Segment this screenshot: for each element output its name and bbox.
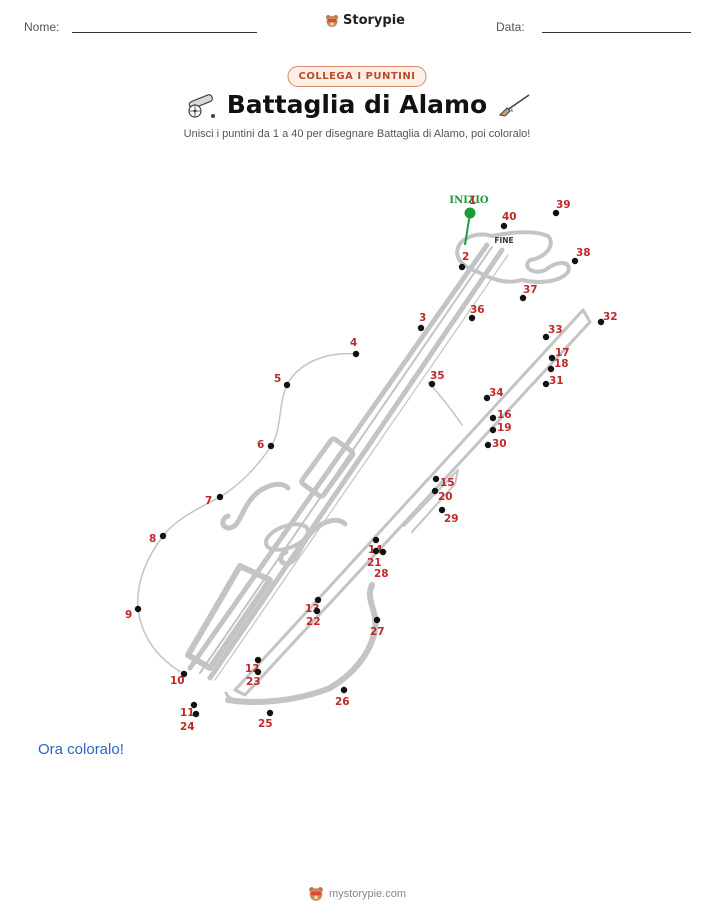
name-line[interactable] bbox=[72, 32, 257, 33]
dot-36[interactable] bbox=[468, 314, 476, 322]
dot-label-25: 25 bbox=[258, 718, 273, 730]
dot-label-24: 24 bbox=[180, 721, 195, 733]
dot-label-34: 34 bbox=[489, 387, 504, 399]
start-marker bbox=[464, 207, 476, 219]
dot-22[interactable] bbox=[313, 607, 321, 615]
dot-label-33: 33 bbox=[548, 324, 563, 336]
dot-label-6: 6 bbox=[257, 439, 264, 451]
dot-label-20: 20 bbox=[438, 491, 453, 503]
dot-19[interactable] bbox=[489, 426, 497, 434]
page-title: Battaglia di Alamo bbox=[226, 90, 488, 119]
dot-14[interactable] bbox=[372, 536, 380, 544]
dot-label-2: 2 bbox=[462, 251, 469, 263]
end-label: FINE bbox=[494, 236, 513, 245]
dot-39[interactable] bbox=[552, 209, 560, 217]
dot-label-37: 37 bbox=[523, 284, 538, 296]
dot-23[interactable] bbox=[254, 668, 262, 676]
dot-38[interactable] bbox=[571, 257, 579, 265]
dot-29[interactable] bbox=[438, 506, 446, 514]
dot-label-18: 18 bbox=[554, 358, 569, 370]
dots-layer: 1234567891011121314151617181920212223242… bbox=[125, 195, 618, 733]
dot-6[interactable] bbox=[267, 442, 275, 450]
activity-badge: COLLEGA I PUNTINI bbox=[287, 66, 427, 87]
dot-9[interactable] bbox=[134, 605, 142, 613]
footer: mystorypie.com bbox=[0, 886, 714, 902]
brand-name: Storypie bbox=[343, 13, 405, 28]
dot-12[interactable] bbox=[254, 656, 262, 664]
dot-28[interactable] bbox=[379, 548, 387, 556]
instructions: Unisci i puntini da 1 a 40 per disegnare… bbox=[183, 128, 531, 140]
dot-3[interactable] bbox=[417, 324, 425, 332]
dot-20[interactable] bbox=[431, 487, 439, 495]
dot-label-8: 8 bbox=[149, 533, 156, 545]
dot-label-28: 28 bbox=[374, 568, 389, 580]
dot-21[interactable] bbox=[372, 547, 380, 555]
dot-16[interactable] bbox=[489, 414, 497, 422]
dot-label-32: 32 bbox=[603, 311, 618, 323]
dot-35[interactable] bbox=[428, 380, 436, 388]
dot-label-35: 35 bbox=[430, 370, 445, 382]
dot-label-1: 1 bbox=[469, 195, 476, 207]
dot-2[interactable] bbox=[458, 263, 466, 271]
footer-url: mystorypie.com bbox=[328, 888, 407, 900]
dot-5[interactable] bbox=[283, 381, 291, 389]
name-label: Nome: bbox=[24, 20, 60, 34]
dot-32[interactable] bbox=[597, 318, 605, 326]
dot-7[interactable] bbox=[216, 493, 224, 501]
dot-label-10: 10 bbox=[170, 675, 185, 687]
rifle-icon bbox=[499, 93, 530, 117]
dot-31[interactable] bbox=[542, 380, 550, 388]
dot-11[interactable] bbox=[190, 701, 198, 709]
dot-15[interactable] bbox=[432, 475, 440, 483]
dot-33[interactable] bbox=[542, 333, 550, 341]
dot-label-39: 39 bbox=[556, 199, 571, 211]
now-color-link[interactable]: Ora coloralo! bbox=[38, 741, 124, 758]
dot-40[interactable] bbox=[500, 222, 508, 230]
dot-label-22: 22 bbox=[306, 616, 321, 628]
dot-label-26: 26 bbox=[335, 696, 350, 708]
dot-label-36: 36 bbox=[470, 304, 485, 316]
footer-bear-logo-icon bbox=[309, 887, 323, 901]
dot-label-29: 29 bbox=[444, 513, 459, 525]
dot-34[interactable] bbox=[483, 394, 491, 402]
dot-label-17: 17 bbox=[555, 347, 570, 359]
dot-label-16: 16 bbox=[497, 409, 512, 421]
brand: Storypie bbox=[325, 13, 405, 28]
dot-label-7: 7 bbox=[205, 495, 212, 507]
dot-37[interactable] bbox=[519, 294, 527, 302]
dot-30[interactable] bbox=[484, 441, 492, 449]
dot-label-15: 15 bbox=[440, 477, 455, 489]
dot-label-27: 27 bbox=[370, 626, 385, 638]
dot-label-31: 31 bbox=[549, 375, 564, 387]
date-line[interactable] bbox=[542, 32, 691, 33]
date-label: Data: bbox=[496, 20, 525, 34]
guide-drawing bbox=[136, 230, 592, 705]
dot-8[interactable] bbox=[159, 532, 167, 540]
dot-label-30: 30 bbox=[492, 438, 507, 450]
dot-4[interactable] bbox=[352, 350, 360, 358]
title-row: Battaglia di Alamo bbox=[0, 90, 714, 119]
dot-27[interactable] bbox=[373, 616, 381, 624]
dot-label-23: 23 bbox=[246, 676, 261, 688]
dot-label-40: 40 bbox=[502, 211, 517, 223]
dot-label-38: 38 bbox=[576, 247, 591, 259]
dot-label-3: 3 bbox=[419, 312, 426, 324]
dot-10[interactable] bbox=[180, 670, 188, 678]
dot-label-11: 11 bbox=[180, 707, 195, 719]
dot-label-4: 4 bbox=[350, 337, 357, 349]
dot-label-19: 19 bbox=[497, 422, 512, 434]
bear-logo-icon bbox=[326, 14, 338, 27]
cannon-icon bbox=[188, 93, 215, 118]
dot-label-21: 21 bbox=[367, 557, 382, 569]
start-label: INIZIO bbox=[449, 195, 488, 206]
dot-13[interactable] bbox=[314, 596, 322, 604]
dot-18[interactable] bbox=[547, 365, 555, 373]
dot-label-9: 9 bbox=[125, 609, 132, 621]
dot-24[interactable] bbox=[192, 710, 200, 718]
dot-17[interactable] bbox=[548, 354, 556, 362]
dot-26[interactable] bbox=[340, 686, 348, 694]
dot-25[interactable] bbox=[266, 709, 274, 717]
dot-label-5: 5 bbox=[274, 373, 281, 385]
